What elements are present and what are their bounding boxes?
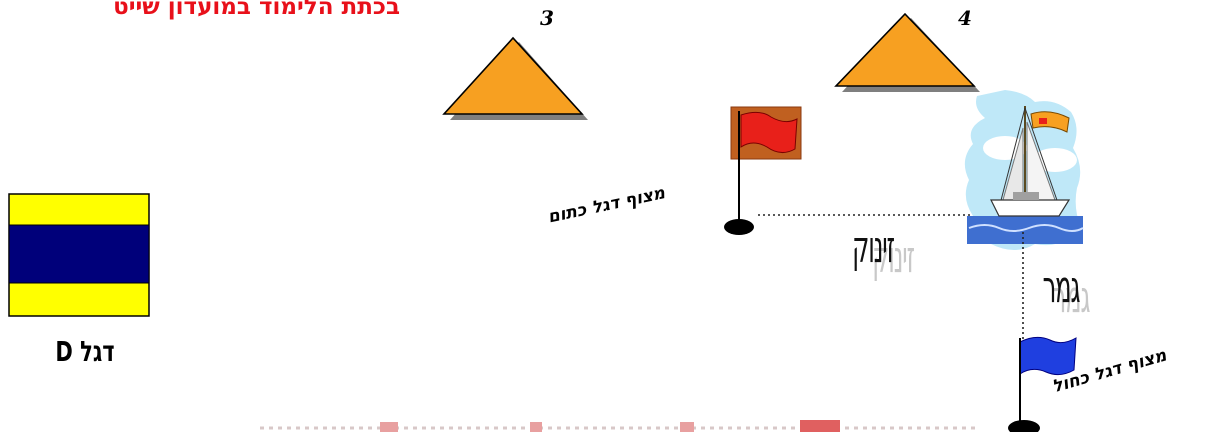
mark-4-number: 4	[958, 6, 972, 30]
sailboat-illustration	[964, 90, 1084, 250]
mark-4-triangle	[834, 12, 980, 92]
flag-d-icon	[8, 193, 150, 317]
mark-3-triangle	[442, 36, 588, 120]
cropped-text-strip	[260, 420, 980, 432]
orange-flag-buoy-label: מצוף דגל כתום	[546, 183, 667, 228]
orange-flag-buoy	[724, 106, 802, 235]
page-title: בכתת הלימוד במועדון שייט	[113, 0, 400, 20]
mark-3-number: 3	[540, 6, 554, 30]
blue-flag-buoy	[1008, 336, 1077, 432]
start-line-label: זינוק	[852, 222, 895, 273]
start-line-label-shadow: זינוק	[872, 232, 915, 283]
flag-d-label: דגל D	[55, 335, 115, 368]
finish-line-label-shadow: גמר	[1052, 272, 1091, 323]
finish-line-label: גמר	[1042, 262, 1081, 313]
start-line	[758, 214, 986, 216]
